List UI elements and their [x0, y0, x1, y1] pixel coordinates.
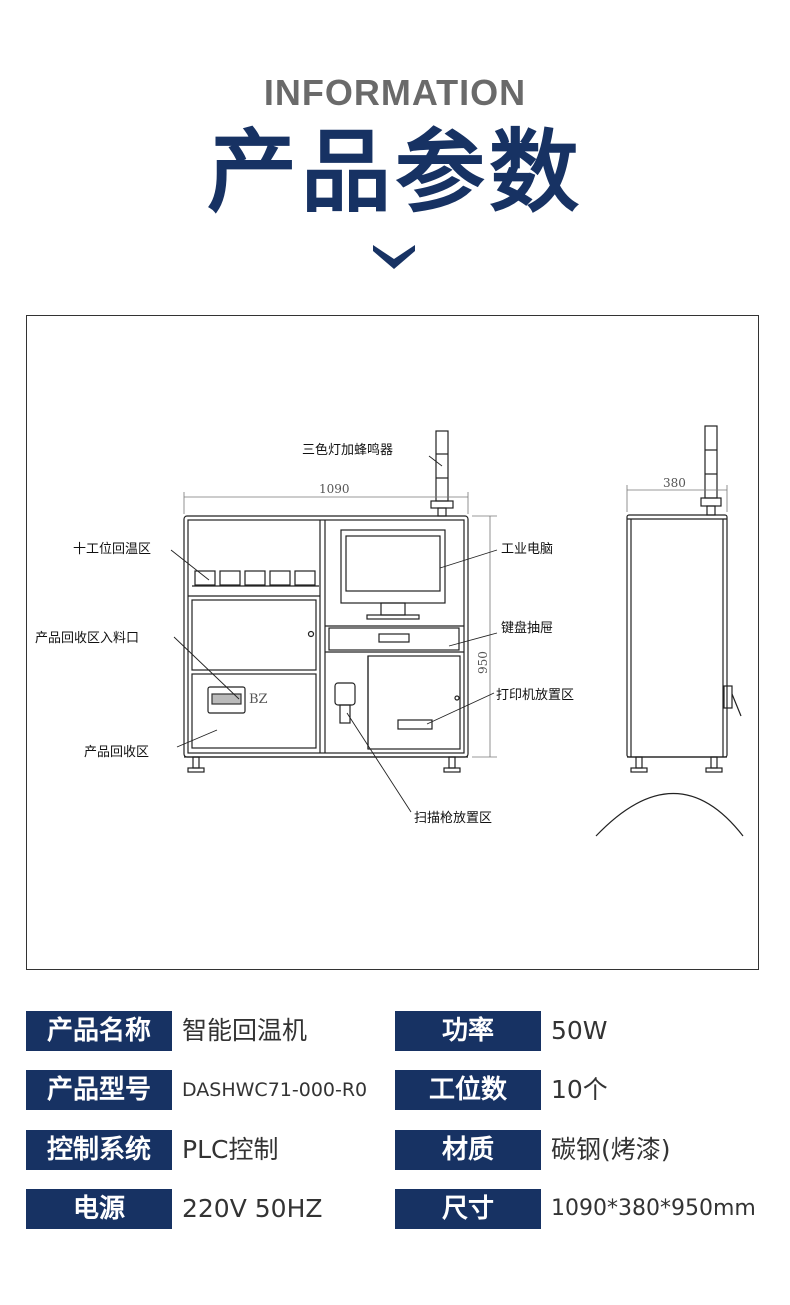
section-eyebrow: INFORMATION: [263, 72, 527, 113]
dim-height: 950: [476, 651, 490, 674]
callout-keyboard: 键盘抽屉: [501, 620, 553, 636]
chevron-down-icon: [373, 245, 415, 269]
callout-printer: 打印机放置区: [496, 688, 574, 703]
side-dimensions: [626, 485, 728, 512]
spec-value-power-supply: 220V 50HZ: [182, 1194, 323, 1223]
front-dimensions: [183, 492, 497, 758]
dim-width: 1090: [319, 482, 350, 496]
spec-key-power: 功率: [395, 1011, 541, 1051]
spec-value-stations: 10个: [551, 1075, 608, 1104]
page-title: 产品参数: [207, 120, 583, 225]
callout-light-tower: 三色灯加蜂鸣器: [302, 442, 393, 458]
callout-intake: 产品回收区入料口: [35, 631, 139, 646]
callout-recycle: 产品回收区: [84, 745, 149, 760]
spec-value-power: 50W: [551, 1016, 608, 1045]
callout-ten-station: 十工位回温区: [73, 542, 151, 557]
callout-scanner: 扫描枪放置区: [414, 810, 492, 826]
drawing-canvas: 1090 950 BZ 380: [35, 425, 744, 837]
product-drawing: 1090 950 BZ 380: [26, 315, 759, 970]
spec-key-power-supply: 电源: [26, 1189, 172, 1229]
spec-key-size: 尺寸: [395, 1189, 541, 1229]
spec-value-model: DASHWC71-000-R0: [182, 1079, 368, 1101]
bz-marker: BZ: [249, 692, 268, 707]
spec-key-stations: 工位数: [395, 1070, 541, 1110]
callout-lines: [170, 455, 498, 813]
spec-value-control: PLC控制: [182, 1135, 279, 1164]
dim-depth: 380: [663, 476, 686, 490]
side-view: [595, 425, 744, 837]
spec-key-model: 产品型号: [26, 1070, 172, 1110]
spec-value-size: 1090*380*950mm: [551, 1196, 756, 1221]
spec-key-name: 产品名称: [26, 1011, 172, 1051]
front-view: [183, 430, 469, 773]
spec-value-name: 智能回温机: [182, 1016, 308, 1045]
spec-key-control: 控制系统: [26, 1130, 172, 1170]
spec-value-material: 碳钢(烤漆): [551, 1135, 671, 1164]
callout-computer: 工业电脑: [501, 542, 553, 557]
spec-key-material: 材质: [395, 1130, 541, 1170]
